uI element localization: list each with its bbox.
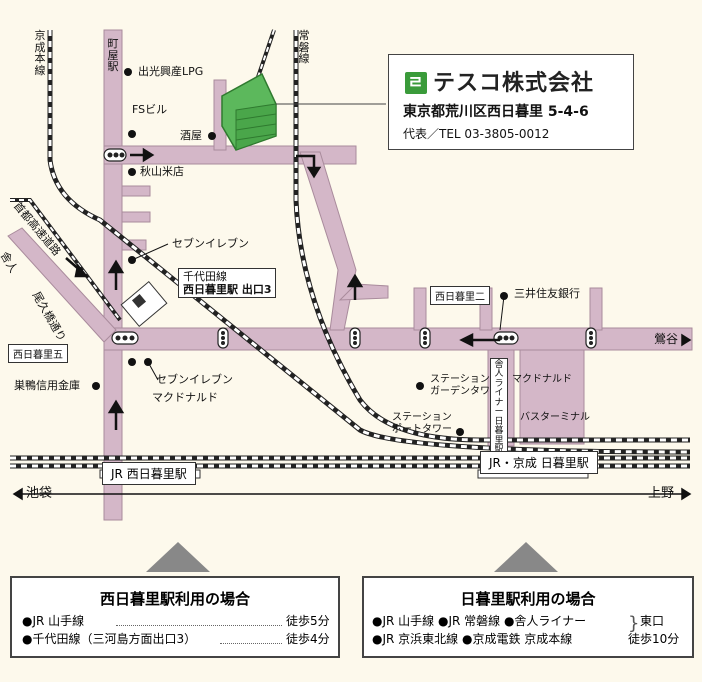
company-name: テスコ株式会社 <box>433 71 595 96</box>
chiyoda-exit-box <box>120 281 168 327</box>
road-short-v2 <box>589 287 603 331</box>
access-left-leader-1 <box>116 625 282 626</box>
road-expressway-diag <box>7 227 117 343</box>
label-toneri-liner: 舎人ライナー日暮里駅 <box>490 358 508 459</box>
road-machiya-vertical <box>103 29 123 521</box>
label-mcdonalds-2: マクドナルド <box>512 374 572 385</box>
label-machiya: 町屋駅 <box>107 37 119 74</box>
label-akiyama: 秋山米店 <box>140 165 184 178</box>
label-idemitsu: 出光興産LPG <box>138 65 204 78</box>
access-right-brace: } <box>628 613 640 634</box>
label-bus-terminal: バスターミナル <box>520 412 590 423</box>
label-station-garden: ステーション ガーデンタワー <box>430 374 500 397</box>
label-sakaya: 酒屋 <box>180 129 202 142</box>
road-short-v1 <box>413 287 427 331</box>
access-box-nippori: 日暮里駅利用の場合 ●JR 山手線 ●JR 常磐線 ●舎人ライナー ●JR 京浜… <box>362 576 694 658</box>
label-seven-1: セブンイレブン <box>172 237 249 250</box>
tesco-logo-icon: ㄹ <box>405 72 427 94</box>
label-sugamo-bank: 巣鴨信用金庫 <box>14 379 80 392</box>
label-station-port: ステーション ポートタワー <box>392 412 452 435</box>
direction-uguisudani: 鶯谷 <box>654 332 679 346</box>
access-right-time: 徒歩10分 <box>628 632 680 646</box>
label-mcdonalds-1: マクドナルド <box>152 391 218 404</box>
pointer-left <box>146 542 210 572</box>
road-side-1 <box>121 185 151 197</box>
intersection-nishi-nippori-5: 西日暮里五 <box>8 344 68 363</box>
access-left-leader-2 <box>220 643 282 644</box>
road-branch-diag <box>299 151 357 331</box>
station-nishi-nippori: JR 西日暮里駅 <box>102 462 196 485</box>
route-arrows <box>65 147 500 430</box>
direction-arrows <box>12 333 692 501</box>
access-left-row-1-line: ●JR 山手線 <box>22 614 85 628</box>
landmark-dots <box>92 68 508 436</box>
access-right-row-2: ●JR 京浜東北線 ●京成電鉄 京成本線 <box>372 632 573 646</box>
chiyoda-exit-label: 千代田線 西日暮里駅 出口3 <box>178 268 277 299</box>
chiyoda-line-name: 千代田線 <box>183 270 227 283</box>
access-box-nishi-nippori: 西日暮里駅利用の場合 ●JR 山手線 徒歩5分 ●千代田線（三河島方面出口3） … <box>10 576 340 658</box>
label-fs-building: FSビル <box>132 103 168 116</box>
chiyoda-exit-name: 西日暮里駅 出口3 <box>183 283 272 297</box>
access-right-title: 日暮里駅利用の場合 <box>460 590 596 608</box>
intersection-nishi-nippori-2: 西日暮里二 <box>430 286 490 305</box>
label-keisei-main: 京成本線 <box>34 29 46 77</box>
road-branch-right <box>338 283 389 301</box>
direction-ueno: 上野 <box>648 486 675 501</box>
label-seven-2: セブンイレブン <box>156 373 233 386</box>
access-right-exit: 東口 <box>640 614 665 628</box>
company-address: 東京都荒川区西日暮里 5-4-6 <box>403 104 589 120</box>
access-left-title: 西日暮里駅利用の場合 <box>99 590 250 608</box>
road-main-horizontal <box>103 327 693 351</box>
company-tel: 代表／TEL 03-3805-0012 <box>403 127 550 141</box>
access-left-row-2-time: 徒歩4分 <box>286 632 330 646</box>
label-mitsui: 三井住友銀行 <box>514 287 580 300</box>
access-left-row-2-line: ●千代田線（三河島方面出口3） <box>22 632 197 646</box>
bus-terminal-area <box>519 349 585 445</box>
access-left-row-1-time: 徒歩5分 <box>286 614 330 628</box>
tesco-building <box>221 72 386 151</box>
access-right-row-1: ●JR 山手線 ●JR 常磐線 ●舎人ライナー <box>372 614 587 628</box>
station-nippori: JR・京成 日暮里駅 <box>480 451 598 474</box>
road-side-2 <box>121 211 151 223</box>
label-joban: 常磐線 <box>298 29 310 66</box>
pointer-right <box>494 542 558 572</box>
direction-ikebukuro: 池袋 <box>26 486 53 501</box>
